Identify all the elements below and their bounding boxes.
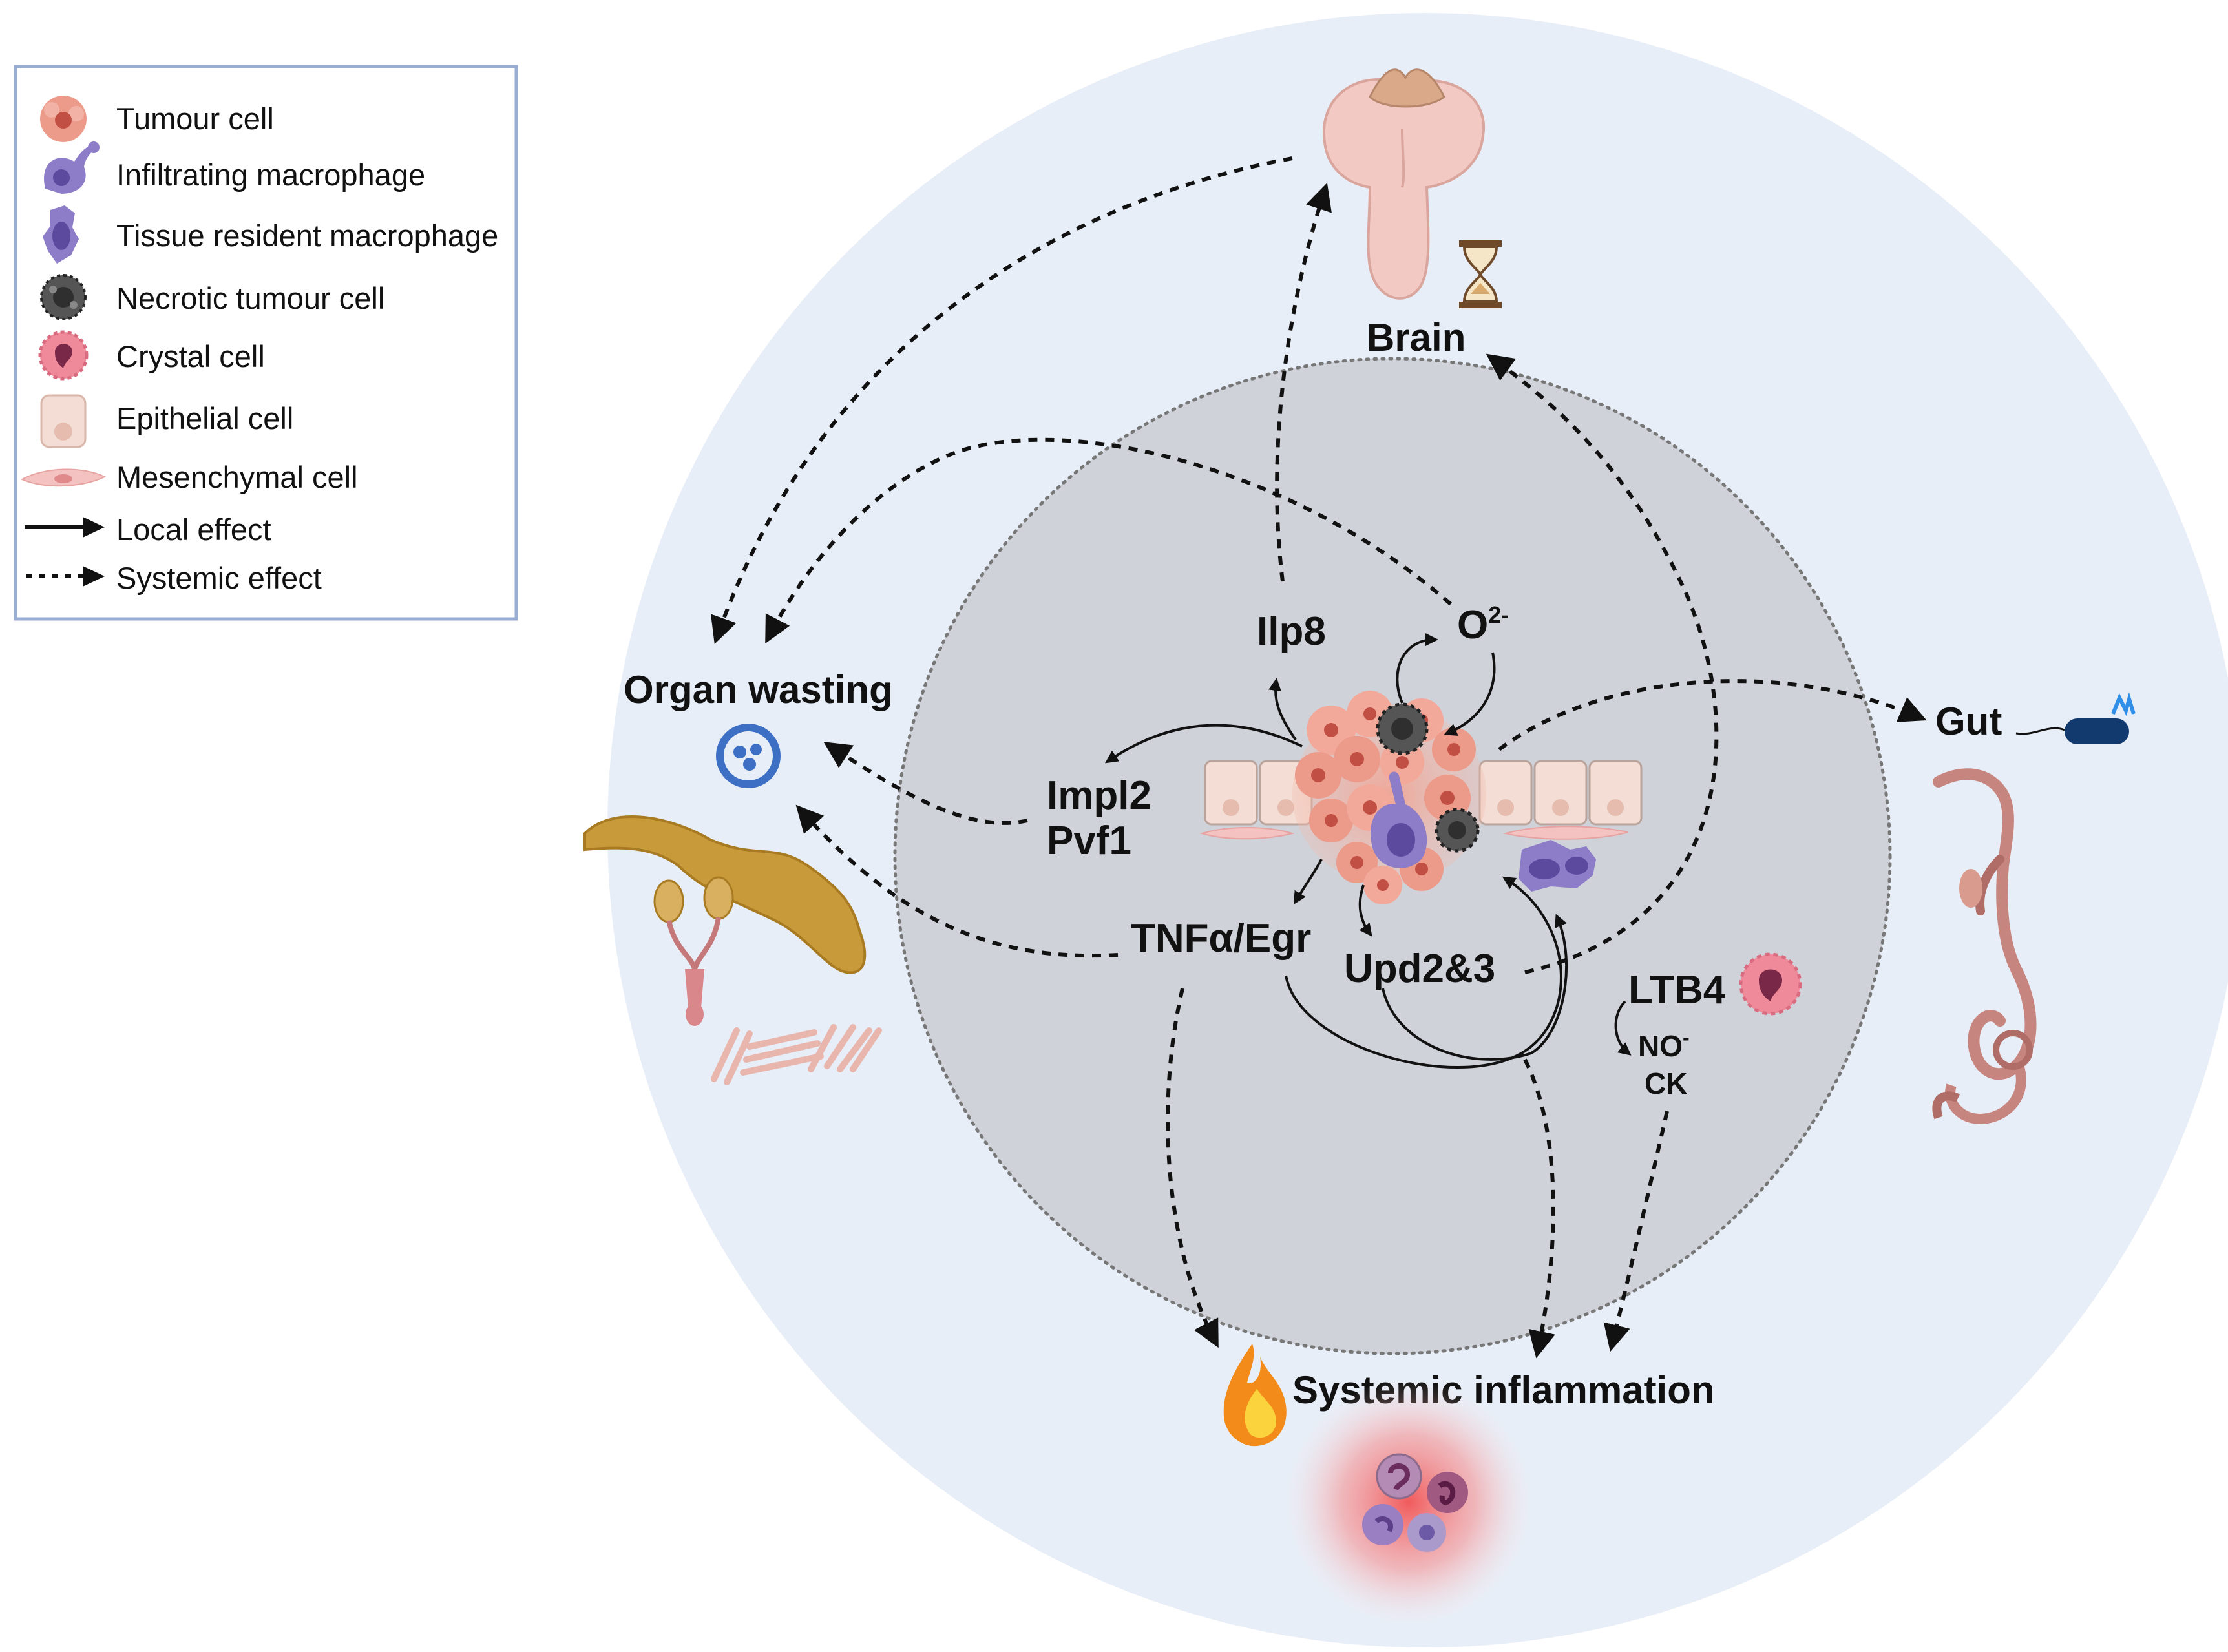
local-arrow	[1358, 884, 1372, 937]
gut-label: Gut	[1935, 700, 2002, 743]
o2-superscript: 2-	[1488, 601, 1509, 628]
o2-label: O2-	[1457, 601, 1509, 647]
impl2-label: Impl2	[1047, 773, 1151, 818]
necrotic-tumour-cell-icon	[1435, 808, 1480, 853]
legend-label: Tissue resident macrophage	[116, 218, 498, 253]
ltb4-label: LTB4	[1628, 968, 1726, 1012]
bacteria-icon	[2015, 692, 2136, 744]
local-effect-arrow-icon	[25, 517, 105, 538]
flame-icon	[1223, 1344, 1287, 1447]
systemic-arrow-tnf-to-organ-wasting	[795, 804, 1119, 958]
organ-wasting-label: Organ wasting	[624, 668, 893, 711]
local-arrow	[1444, 652, 1496, 736]
no-base: NO	[1638, 1029, 1683, 1063]
tumour-mass	[1292, 691, 1486, 904]
brain-icon	[1322, 68, 1486, 300]
local-arrow	[1285, 876, 1562, 1069]
infiltrating-macrophage-icon	[1370, 771, 1427, 868]
no-label: NO-	[1638, 1026, 1690, 1063]
systemic-arrow-upd-to-brain	[1486, 353, 1719, 974]
upd-label: Upd2&3	[1344, 946, 1495, 991]
systemic-arrow-o2-to-organ-wasting	[765, 437, 1452, 644]
local-arrow	[1614, 1000, 1632, 1056]
no-superscript: -	[1683, 1026, 1690, 1049]
tissue-resident-macrophage-icon	[43, 205, 79, 264]
systemic-effect-arrow-icon	[26, 566, 105, 587]
legend-label: Mesenchymal cell	[116, 460, 358, 494]
crystal-cell-icon	[1739, 952, 1802, 1016]
crystal-cell-icon	[38, 330, 89, 381]
systemic-arrow-brain-to-organ-wasting	[711, 156, 1293, 644]
muscle-icon	[711, 1024, 882, 1085]
legend-label: Systemic effect	[116, 561, 322, 595]
legend-label: Epithelial cell	[116, 401, 293, 435]
systemic-effect-arrows	[711, 156, 1927, 1359]
local-arrow	[1105, 724, 1303, 764]
ilp8-label: Ilp8	[1257, 609, 1326, 654]
systemic-arrow-ck-to-inflammation	[1603, 1111, 1669, 1352]
legend-label: Local effect	[116, 512, 271, 547]
legend-label: Tumour cell	[116, 101, 274, 136]
local-arrow	[1396, 633, 1438, 704]
systemic-arrow-ilp8-to-brain	[1275, 183, 1332, 582]
infiltrating-macrophage-icon	[44, 141, 100, 194]
tissue-resident-macrophage-icon	[1519, 840, 1596, 892]
systemic-arrow-upd-to-inflammation	[1523, 1058, 1555, 1359]
legend: Tumour cell Infiltrating macrophage Tiss…	[14, 65, 518, 621]
systemic-arrow-impl2-to-organ-wasting	[823, 742, 1028, 825]
necrotic-tumour-cell-icon	[40, 274, 87, 320]
blood-cells-cluster	[1286, 1379, 1531, 1625]
fat-cell-icon	[716, 724, 781, 788]
local-effect-arrows	[1105, 633, 1632, 1069]
hourglass-icon	[1459, 240, 1502, 308]
epithelial-cell-icon	[40, 394, 87, 448]
legend-label: Necrotic tumour cell	[116, 281, 384, 315]
legend-label: Crystal cell	[116, 339, 265, 373]
local-arrow	[1268, 678, 1297, 741]
mesenchymal-cell-icon	[20, 468, 107, 487]
legend-label: Infiltrating macrophage	[116, 158, 425, 192]
tumour-cell-icon	[40, 96, 87, 142]
systemic-arrow-tumour-to-gut	[1498, 679, 1927, 751]
ovary-icon	[653, 876, 734, 1026]
pvf1-label: Pvf1	[1047, 819, 1131, 863]
local-arrow	[1293, 859, 1323, 905]
tnf-egr-label: TNFα/Egr	[1131, 916, 1311, 961]
local-arrow	[1382, 914, 1568, 1061]
o2-base: O	[1457, 603, 1488, 647]
brain-label: Brain	[1367, 316, 1466, 359]
gut-icon	[1932, 768, 2037, 1124]
ck-label: CK	[1645, 1067, 1687, 1100]
necrotic-tumour-cell-icon	[1376, 702, 1429, 755]
